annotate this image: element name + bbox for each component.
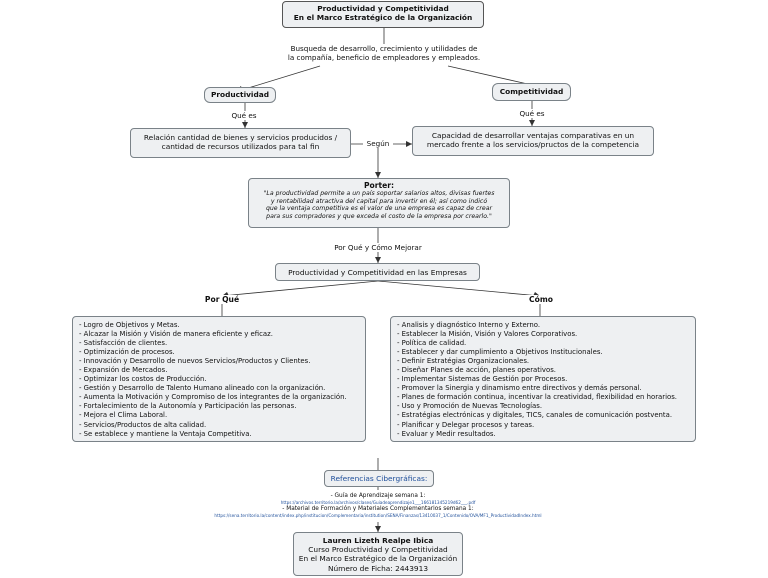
como-item: - Establecer y dar cumplimiento a Objeti… [397, 348, 603, 357]
root-link-label: Busqueda de desarrollo, crecimiento y ut… [268, 44, 500, 62]
ref1-link[interactable]: https://archivos.territorio.la/archivos/… [280, 499, 476, 505]
productividad-node[interactable]: Productividad [204, 87, 276, 103]
como-link-label: Cómo [522, 295, 560, 304]
por-que-como-link-label: Por Qué y Cómo Mejorar [318, 243, 438, 252]
por-que-item: - Se establece y mantiene la Ventaja Com… [79, 429, 252, 438]
autor-node[interactable]: Lauren Lizeth Realpe Ibica Curso Product… [293, 532, 463, 576]
como-item: - Promover la Sinergia y dinamismo entre… [397, 384, 642, 393]
competitividad-label: Competitividad [499, 87, 564, 96]
porter-node[interactable]: Porter: "La productividad permite a un p… [248, 178, 510, 228]
competitividad-def-line1: Capacidad de desarrollar ventajas compar… [431, 131, 635, 140]
autor-ficha: Número de Ficha: 2443913 [327, 563, 429, 573]
por-que-item: - Optimización de procesos. [79, 348, 175, 357]
por-que-item: - Innovación y Desarrollo de nuevos Serv… [79, 357, 311, 366]
competitividad-node[interactable]: Competitividad [492, 83, 571, 101]
por-que-item: - Fortalecimiento de la Autonomía y Part… [79, 402, 297, 411]
referencias-title: Referencias Cibergráficas: [330, 474, 428, 483]
como-item: - Diseñar Planes de acción, planes opera… [397, 366, 556, 375]
por-que-item: - Logro de Objetivos y Metas. [79, 321, 180, 329]
por-que-link-label: Por Qué [196, 295, 248, 304]
ref2-label: - Material de Formación y Materiales Com… [282, 505, 474, 512]
como-item: - Analisis y diagnóstico Interno y Exter… [397, 321, 541, 329]
como-item: - Evaluar y Medir resultados. [397, 429, 496, 438]
por-que-item: - Optimizar los costos de Producción. [79, 375, 207, 384]
como-item: - Planificar y Delegar procesos y tareas… [397, 420, 535, 429]
por-que-item: - Servicios/Productos de alta calidad. [79, 420, 207, 429]
competitividad-definition[interactable]: Capacidad de desarrollar ventajas compar… [412, 126, 654, 156]
como-list-node[interactable]: - Analisis y diagnóstico Interno y Exter… [390, 316, 696, 442]
porter-title: Porter: [363, 181, 395, 190]
autor-sub: En el Marco Estratégico de la Organizaci… [298, 554, 458, 564]
root-title-line1: Productividad y Competitividad [317, 4, 449, 13]
autor-course: Curso Productividad y Competitividad [308, 545, 448, 555]
por-que-list-node[interactable]: - Logro de Objetivos y Metas. - Alcazar … [72, 316, 366, 442]
referencias-list: - Guía de Aprendizaje semana 1: https://… [150, 493, 606, 519]
productividad-link-label: Qué es [224, 111, 264, 120]
segun-link-label: Según [363, 139, 393, 148]
autor-name: Lauren Lizeth Realpe Ibica [322, 536, 434, 545]
productividad-def-line2: cantidad de recursos utilizados para tal… [161, 142, 320, 152]
porter-quote-line1: "La productividad permite a un país sopo… [263, 190, 495, 197]
root-node[interactable]: Productividad y Competitividad En el Mar… [282, 1, 484, 28]
como-item: - Establecer la Misión, Visión y Valores… [397, 330, 578, 339]
por-que-item: - Alcazar la Misión y Visión de manera e… [79, 330, 273, 339]
como-item: - Uso y Promoción de Nuevas Tecnologías. [397, 402, 543, 411]
competitividad-def-line2: mercado frente a los servicios/pructos d… [426, 140, 640, 150]
ref1-label: - Guía de Aprendizaje semana 1: [330, 493, 426, 499]
productividad-label: Productividad [210, 90, 270, 99]
competitividad-link-label: Qué es [512, 109, 552, 118]
por-que-item: - Satisfacción de clientes. [79, 339, 168, 348]
root-link-line2: la compañía, beneficio de empleadores y … [287, 53, 481, 62]
como-item: - Estratégias electrónicas y digitales, … [397, 411, 673, 420]
como-item: - Planes de formación continua, incentiv… [397, 393, 677, 402]
root-link-line1: Busqueda de desarrollo, crecimiento y ut… [290, 44, 478, 53]
porter-quote-line3: que la ventaja competitiva es el valor d… [265, 205, 493, 213]
ref2-link[interactable]: https://sena.territorio.la/content/index… [214, 512, 542, 518]
como-item: - Política de calidad. [397, 339, 467, 348]
empresas-node[interactable]: Productividad y Competitividad en las Em… [275, 263, 480, 281]
productividad-def-line1: Relación cantidad de bienes y servicios … [143, 133, 338, 142]
porter-quote-line2: y rentabilidad atractiva del capital par… [270, 197, 488, 205]
por-que-item: - Expansión de Mercados. [79, 366, 168, 375]
root-title-line2: En el Marco Estratégico de la Organizaci… [293, 13, 473, 23]
empresas-label: Productividad y Competitividad en las Em… [288, 268, 467, 277]
porter-quote-line4: para sus compradores y que exceda el cos… [266, 213, 492, 221]
productividad-definition[interactable]: Relación cantidad de bienes y servicios … [130, 128, 351, 158]
referencias-node[interactable]: Referencias Cibergráficas: [324, 470, 434, 487]
por-que-item: - Aumenta la Motivación y Compromiso de … [79, 393, 347, 402]
por-que-item: - Mejora el Clima Laboral. [79, 411, 168, 420]
como-item: - Implementar Sistemas de Gestión por Pr… [397, 375, 568, 384]
como-item: - Definir Estratégias Organizacionales. [397, 357, 530, 366]
por-que-item: - Gestión y Desarrollo de Talento Humano… [79, 384, 326, 393]
